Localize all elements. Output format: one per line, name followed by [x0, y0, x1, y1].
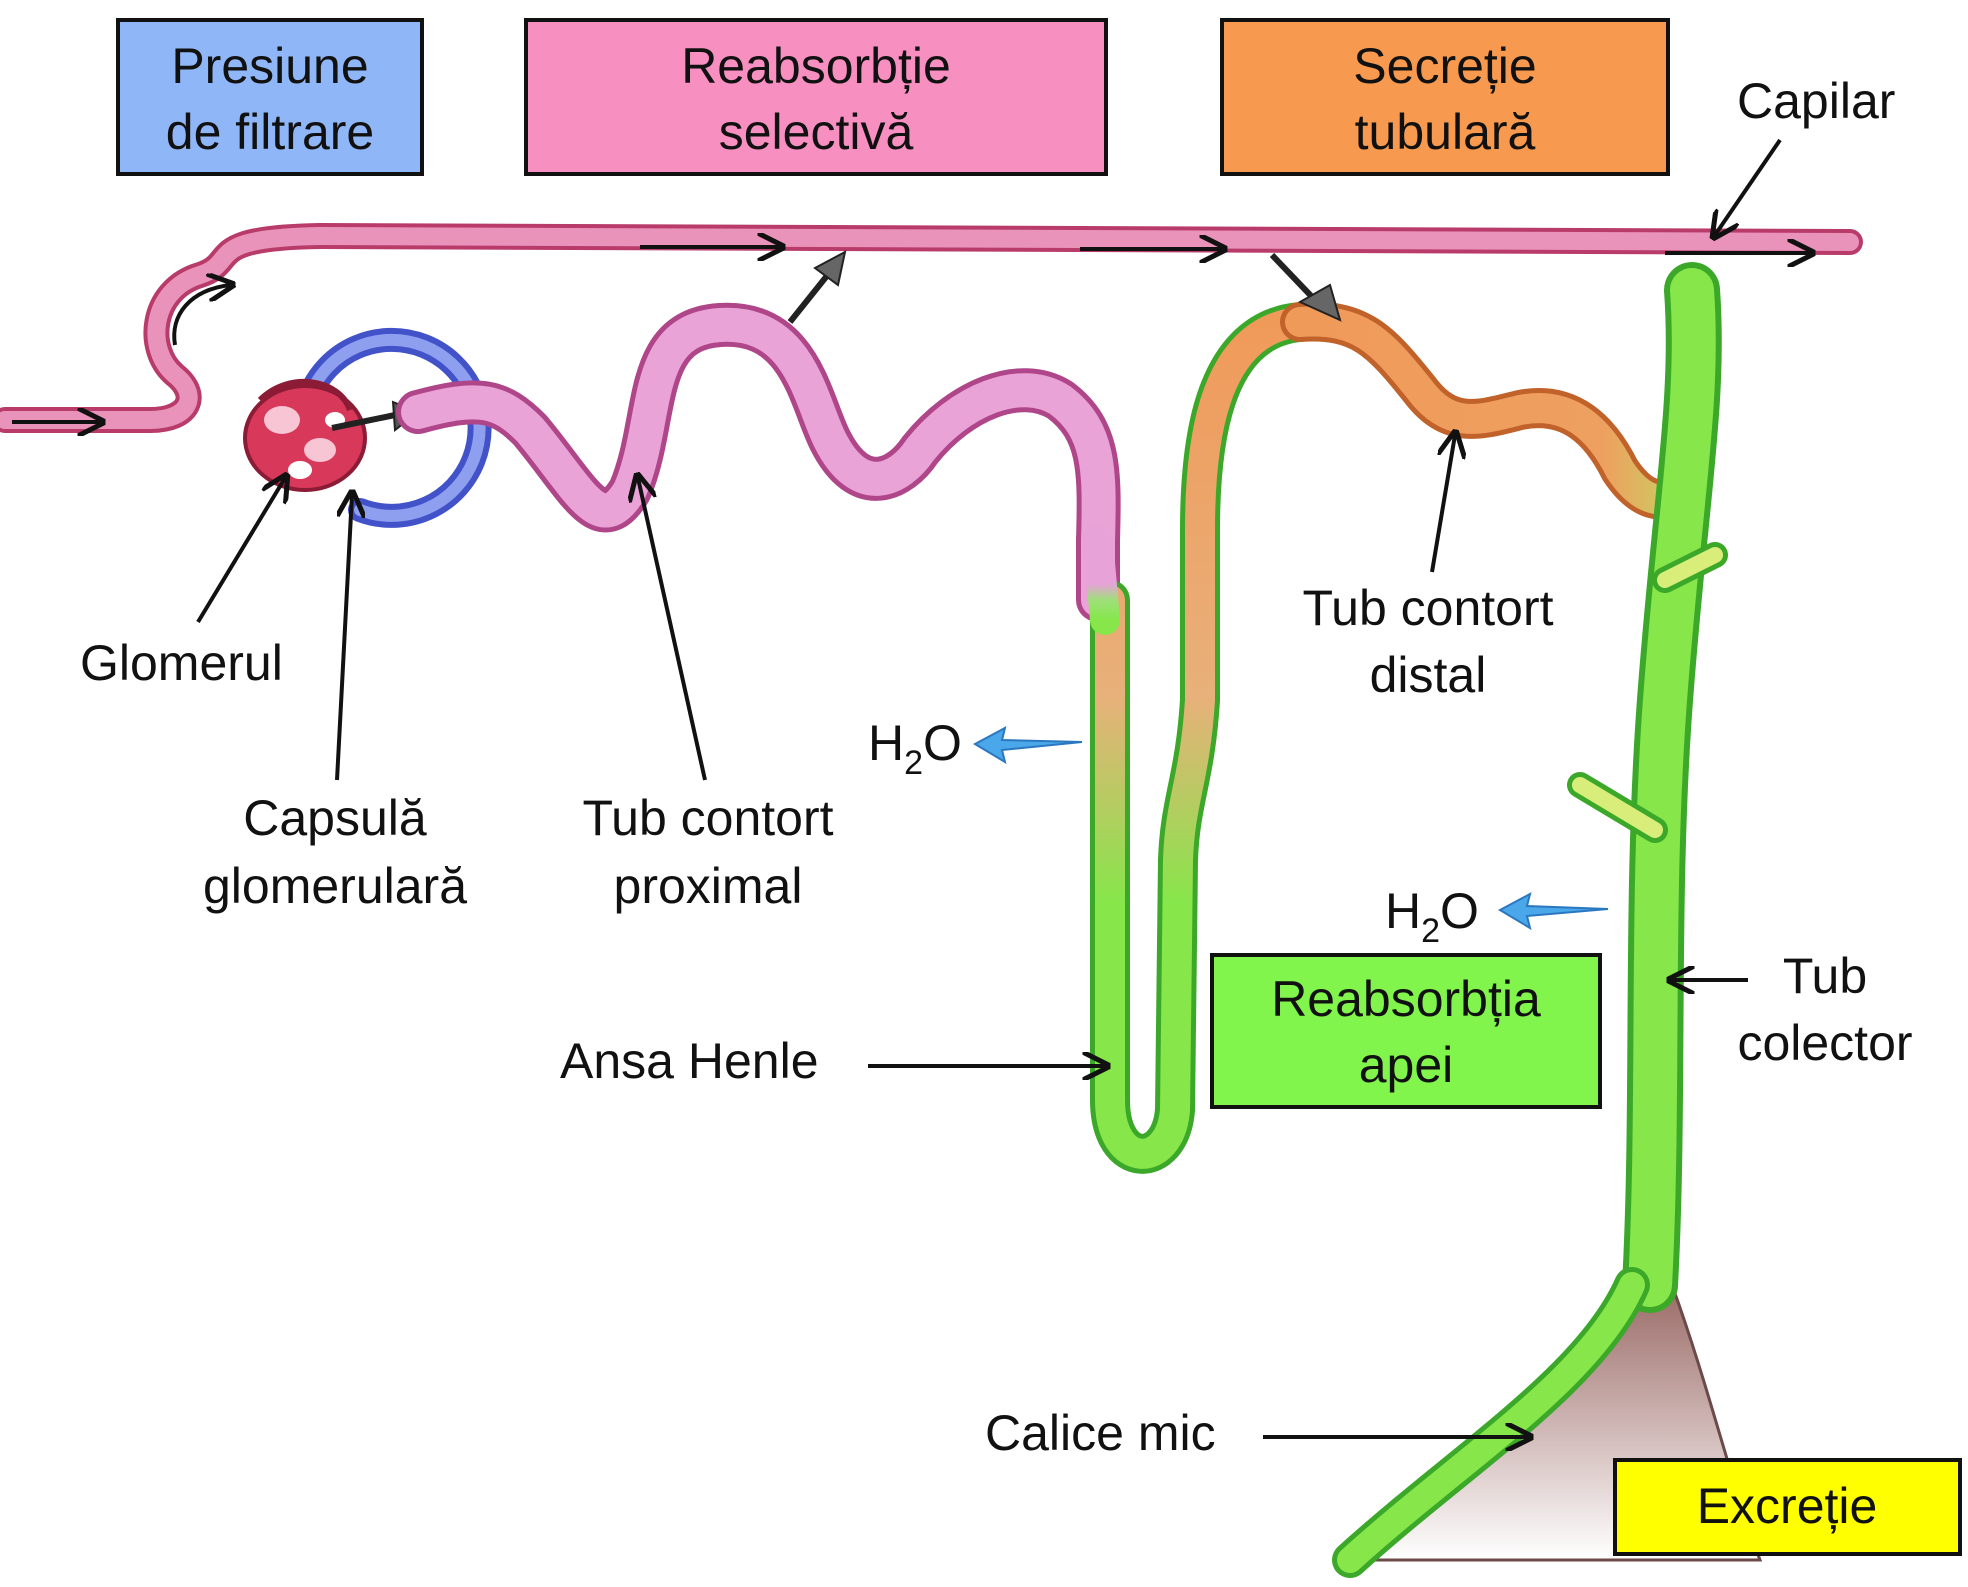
- water-label-2: H2O: [1385, 883, 1479, 950]
- water-reabsorption-line2: apei: [1359, 1037, 1454, 1093]
- filtration-line2: de filtrare: [166, 104, 374, 160]
- water-arrow-loop: [972, 726, 1083, 765]
- tubular-secretion-line2: tubulară: [1355, 104, 1536, 160]
- collecting-duct: [1332, 262, 1728, 1578]
- loop-of-henle: [1083, 302, 1320, 1174]
- proximal-label-line1: Tub contort: [582, 790, 833, 846]
- water-arrow-duct: [1497, 892, 1609, 931]
- capillary-vessel: [0, 223, 1863, 422]
- secretion-arrow: [1269, 252, 1342, 322]
- water-reabsorption-line1: Reabsorbția: [1271, 971, 1541, 1027]
- selective-reabsorption-line1: Reabsorbție: [681, 38, 951, 94]
- tubular-secretion-box: Secreție tubulară: [1220, 18, 1670, 176]
- glomerulus-pointer: [196, 478, 285, 624]
- water-label-1: H2O: [868, 715, 962, 782]
- proximal-tubule: [396, 302, 1121, 622]
- capsule-label-line1: Capsulă: [243, 790, 427, 846]
- collecting-label-line2: colector: [1737, 1015, 1912, 1071]
- reabsorption-arrow: [787, 250, 847, 324]
- henle-label: Ansa Henle: [560, 1033, 819, 1089]
- filtration-box: Presiune de filtrare: [116, 18, 424, 176]
- proximal-label-line2: proximal: [614, 858, 803, 914]
- proximal-pointer: [638, 478, 707, 781]
- tubular-secretion-line1: Secreție: [1353, 38, 1536, 94]
- capillary-label: Capilar: [1737, 73, 1895, 129]
- distal-pointer: [1430, 435, 1455, 573]
- capsule-label-line2: glomerulară: [203, 858, 467, 914]
- calyx-label: Calice mic: [985, 1405, 1216, 1461]
- distal-label-line1: Tub contort: [1302, 580, 1553, 636]
- collecting-label-line1: Tub: [1783, 948, 1867, 1004]
- selective-reabsorption-box: Reabsorbție selectivă: [524, 18, 1108, 176]
- glomerulus-label: Glomerul: [80, 635, 283, 691]
- capsule-pointer: [335, 495, 352, 781]
- water-reabsorption-box: Reabsorbția apei: [1210, 953, 1602, 1109]
- excretion-box: Excreție: [1613, 1458, 1962, 1556]
- capillary-pointer: [1715, 138, 1782, 235]
- distal-label-line2: distal: [1370, 647, 1487, 703]
- glomerulus-tuft: [243, 378, 367, 492]
- filtration-line1: Presiune: [171, 38, 368, 94]
- excretion-label: Excreție: [1697, 1478, 1878, 1534]
- distal-tubule: [1280, 301, 1700, 520]
- selective-reabsorption-line2: selectivă: [719, 104, 914, 160]
